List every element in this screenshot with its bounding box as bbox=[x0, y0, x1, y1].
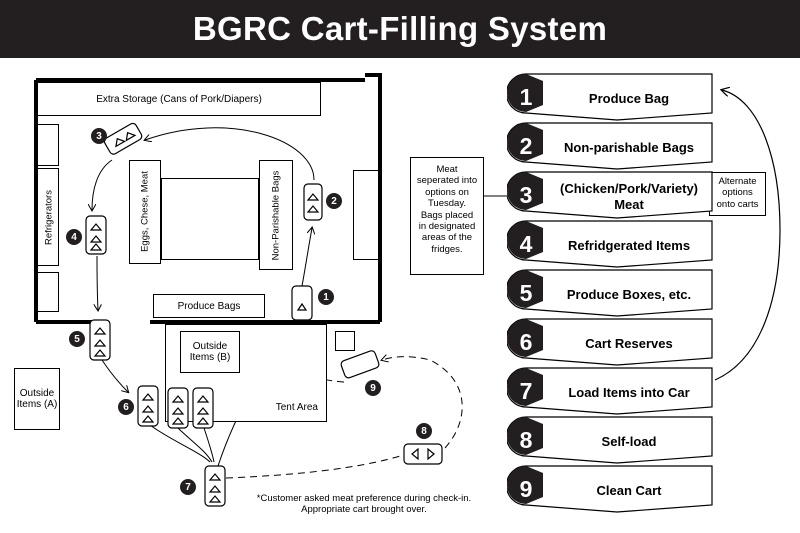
step-1: 1 Produce Bag bbox=[507, 73, 713, 121]
step-4: 4 Refridgerated Items bbox=[507, 220, 713, 268]
cart-badge-4: 4 bbox=[66, 229, 82, 245]
refrigerators-area bbox=[37, 168, 59, 266]
step-3-number: 3 bbox=[519, 181, 533, 208]
step-1-number: 1 bbox=[519, 83, 533, 110]
step-8-label: Self-load bbox=[601, 433, 657, 449]
step-7-number: 7 bbox=[519, 377, 533, 404]
step-3-label: (Chicken/Pork/Variety) Meat bbox=[560, 180, 698, 212]
step-7: 7 Load Items into Car bbox=[507, 367, 713, 415]
outside-items-a: Outside Items (A) bbox=[14, 368, 60, 430]
step-2-number: 2 bbox=[519, 132, 533, 159]
cart-icon bbox=[89, 319, 111, 361]
step-5-label: Produce Boxes, etc. bbox=[566, 286, 692, 302]
cart-icon bbox=[137, 385, 159, 427]
eggs-cheese-meat-table bbox=[129, 160, 161, 264]
small-square bbox=[335, 331, 355, 351]
step-9-label: Clean Cart bbox=[596, 482, 662, 498]
step-4-number: 4 bbox=[519, 230, 533, 257]
cart-badge-1: 1 bbox=[318, 289, 334, 305]
wall-shelf bbox=[353, 170, 379, 260]
extra-storage-label: Extra Storage (Cans of Pork/Diapers) bbox=[96, 93, 262, 105]
step-4-label: Refridgerated Items bbox=[567, 237, 691, 253]
cart-icon bbox=[204, 465, 226, 507]
footnote: *Customer asked meat preference during c… bbox=[236, 493, 492, 516]
alternate-note: Alternate options onto carts bbox=[709, 172, 766, 216]
footnote-line-1: *Customer asked meat preference during c… bbox=[256, 493, 472, 504]
cart-icon bbox=[291, 285, 313, 321]
flow-arrows bbox=[92, 127, 314, 467]
step-8-number: 8 bbox=[519, 426, 533, 453]
step-3: 3 (Chicken/Pork/Variety) Meat bbox=[507, 171, 713, 219]
cart-badge-9: 9 bbox=[365, 380, 381, 396]
step-9-number: 9 bbox=[519, 475, 533, 502]
cart-badge-3: 3 bbox=[91, 128, 107, 144]
cart-icon bbox=[340, 350, 380, 379]
step-6-number: 6 bbox=[519, 328, 533, 355]
produce-bags-label: Produce Bags bbox=[177, 300, 241, 312]
step-5: 5 Produce Boxes, etc. bbox=[507, 269, 713, 317]
meat-note: Meat seperated into options on Tuesday. … bbox=[410, 157, 484, 275]
step-6-label: Cart Reserves bbox=[585, 335, 673, 351]
cart-icon bbox=[85, 215, 107, 255]
fridge-unit bbox=[37, 272, 59, 312]
building-walls bbox=[34, 73, 382, 324]
cart-icon bbox=[103, 122, 143, 155]
outside-items-a-label: Outside Items (A) bbox=[16, 388, 58, 410]
cart-icon bbox=[192, 387, 214, 429]
cart-badge-8: 8 bbox=[416, 423, 432, 439]
center-table bbox=[161, 178, 259, 260]
step-5-number: 5 bbox=[519, 279, 533, 306]
step-6: 6 Cart Reserves bbox=[507, 318, 713, 366]
step-1-label: Produce Bag bbox=[588, 90, 670, 106]
non-parishable-table bbox=[259, 160, 293, 270]
step-9: 9 Clean Cart bbox=[507, 465, 713, 513]
return-path bbox=[225, 357, 463, 479]
step-2-label: Non-parishable Bags bbox=[563, 139, 695, 155]
produce-bags-table: Produce Bags bbox=[153, 294, 265, 318]
extra-storage-area: Extra Storage (Cans of Pork/Diapers) bbox=[37, 82, 321, 116]
outside-items-b: Outside Items (B) bbox=[180, 331, 240, 373]
step-8: 8 Self-load bbox=[507, 416, 713, 464]
cart-icon bbox=[403, 443, 443, 465]
cart-icon bbox=[167, 387, 189, 429]
cart-badge-5: 5 bbox=[69, 331, 85, 347]
page-title: BGRC Cart-Filling System bbox=[192, 10, 608, 47]
step-7-label: Load Items into Car bbox=[568, 384, 690, 400]
tent-area-label: Tent Area bbox=[275, 402, 318, 413]
fridge-unit bbox=[37, 124, 59, 166]
outside-items-b-label: Outside Items (B) bbox=[189, 341, 231, 363]
title-bar: BGRC Cart-Filling System bbox=[0, 0, 800, 58]
footnote-line-2: Appropriate cart brought over. bbox=[301, 503, 427, 515]
cart-badge-6: 6 bbox=[118, 399, 134, 415]
cart-badge-7: 7 bbox=[180, 479, 196, 495]
cart-badge-2: 2 bbox=[326, 193, 342, 209]
cart-icon bbox=[303, 183, 323, 221]
step-2: 2 Non-parishable Bags bbox=[507, 122, 713, 170]
loop-arrow bbox=[714, 90, 781, 381]
